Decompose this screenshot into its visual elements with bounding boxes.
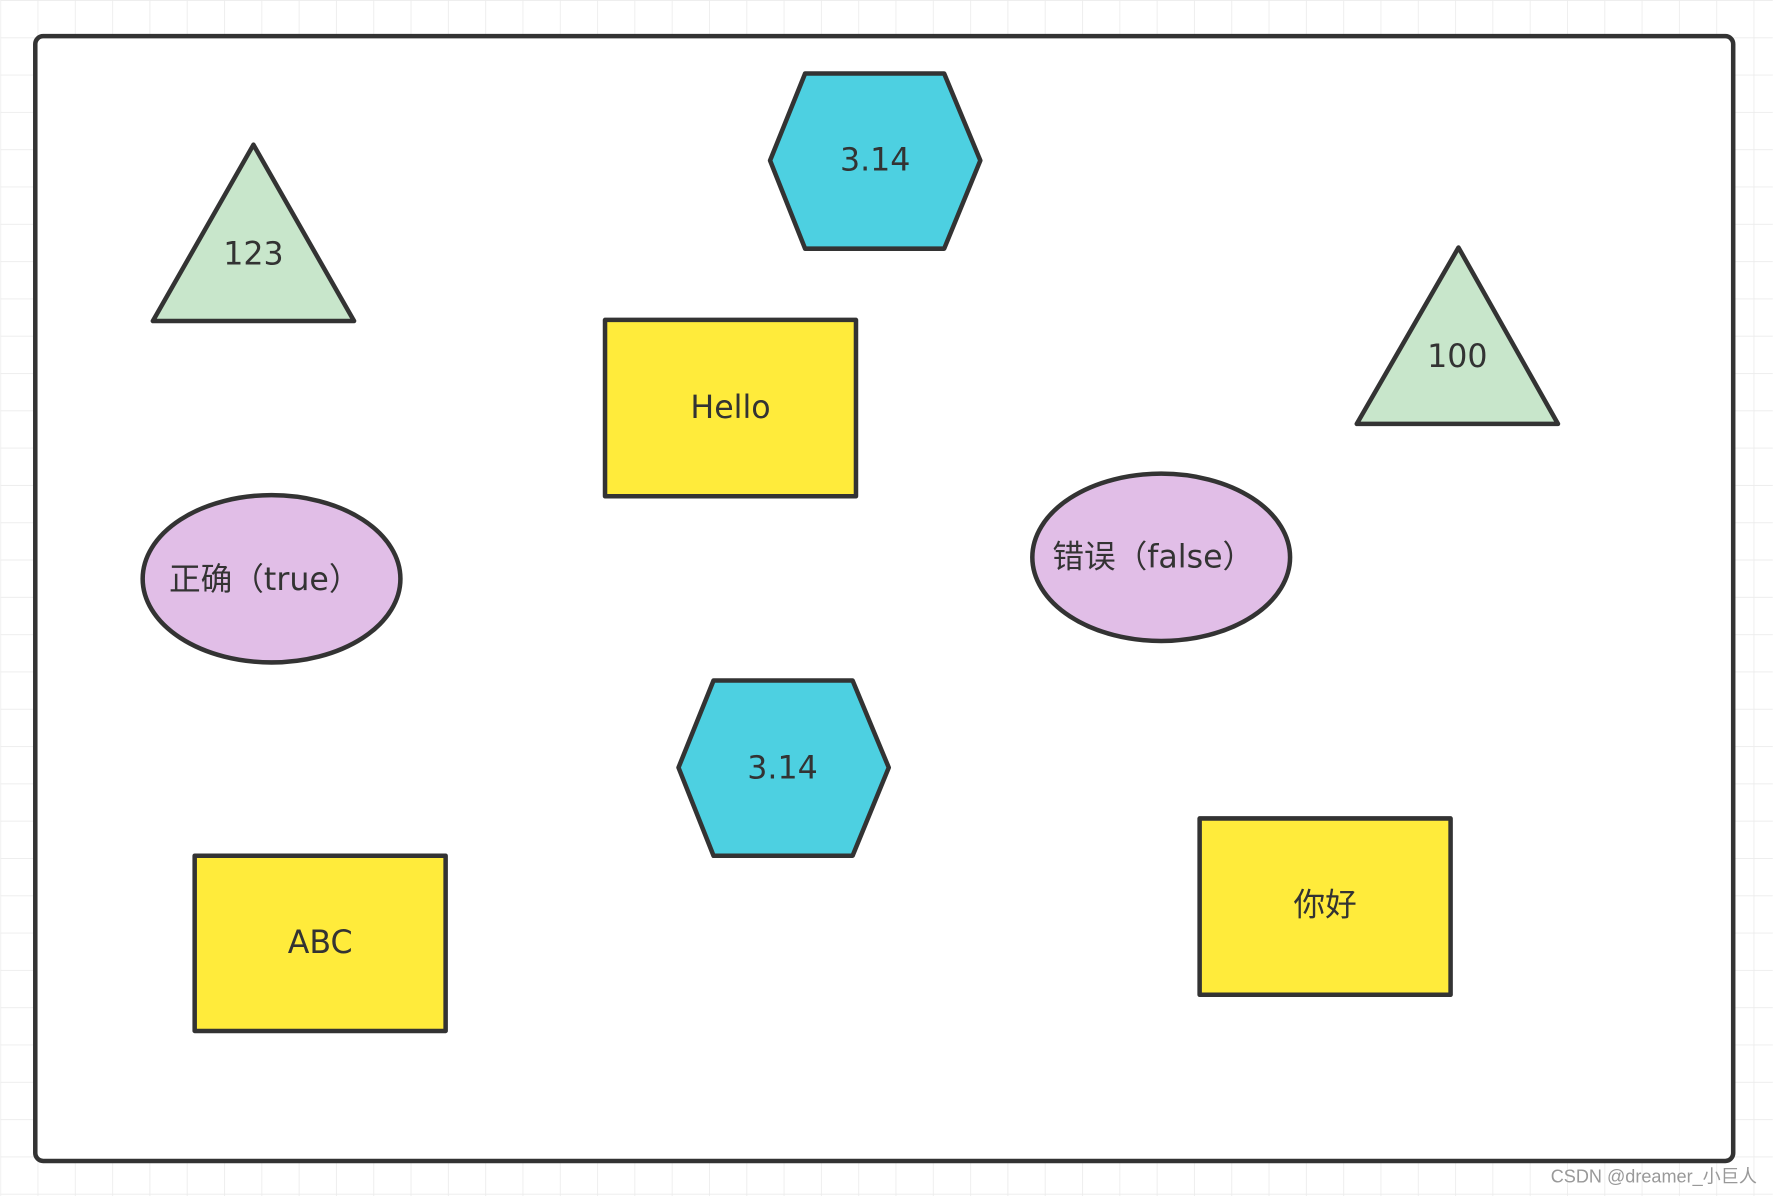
shape-label: 3.14 xyxy=(747,751,817,787)
watermark: CSDN @dreamer_小巨人 xyxy=(1551,1166,1757,1187)
triangle-100[interactable]: 100 xyxy=(1354,245,1561,427)
shape-body xyxy=(1030,471,1293,644)
shape-label: 你好 xyxy=(1293,887,1356,923)
shape-body xyxy=(767,71,983,251)
shape-body xyxy=(140,492,403,665)
shape-label: Hello xyxy=(690,390,770,426)
hexagon-top[interactable]: 3.14 xyxy=(767,71,983,251)
shape-body xyxy=(1197,816,1453,998)
shape-label: 正确（true） xyxy=(169,562,361,598)
rectangle-hello[interactable]: Hello xyxy=(602,317,859,499)
shape-body xyxy=(192,853,448,1034)
ellipse-true[interactable]: 正确（true） xyxy=(140,492,403,665)
triangle-123[interactable]: 123 xyxy=(150,142,357,324)
shape-label: ABC xyxy=(288,925,353,961)
shape-label: 123 xyxy=(223,236,283,272)
shape-body xyxy=(150,142,357,324)
shape-body xyxy=(1354,245,1561,427)
shape-label: 3.14 xyxy=(840,143,910,179)
shape-body xyxy=(676,678,892,858)
ellipse-false[interactable]: 错误（false） xyxy=(1030,471,1293,644)
shape-label: 100 xyxy=(1427,339,1487,375)
rectangle-abc[interactable]: ABC xyxy=(192,853,448,1034)
rectangle-nihao[interactable]: 你好 xyxy=(1197,816,1453,998)
shape-body xyxy=(602,317,859,499)
shape-label: 错误（false） xyxy=(1052,539,1254,575)
hexagon-bottom[interactable]: 3.14 xyxy=(676,678,892,858)
